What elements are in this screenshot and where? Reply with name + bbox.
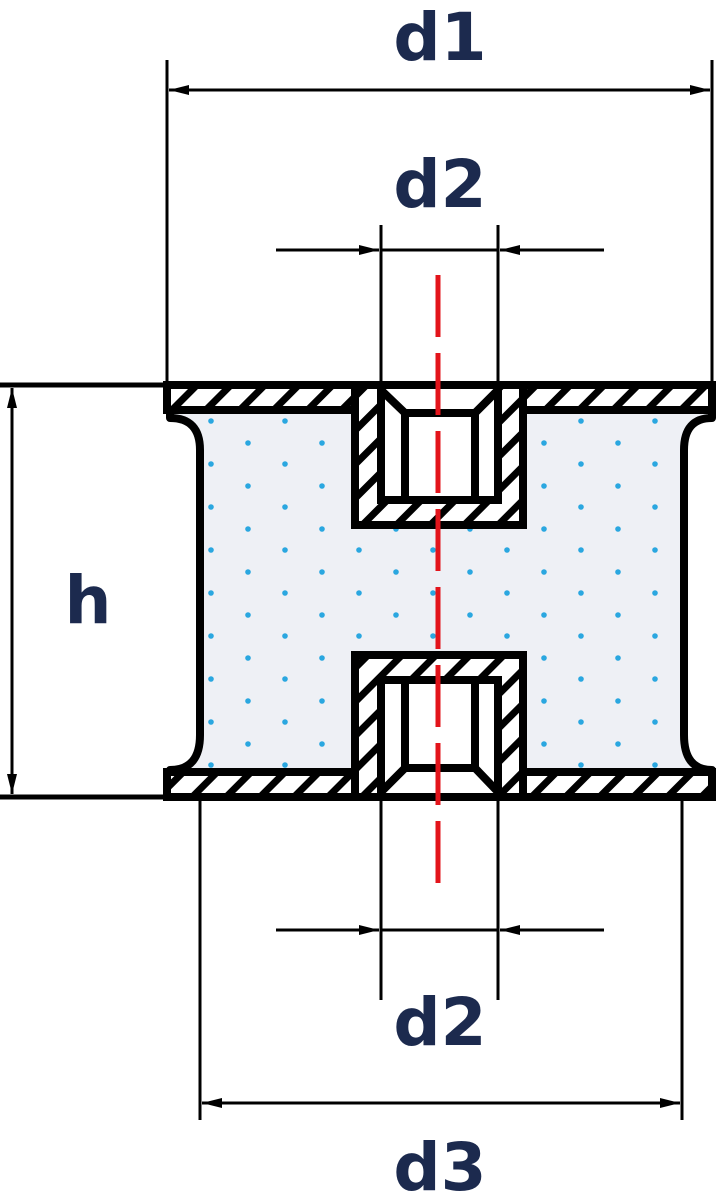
d2-top-dimension xyxy=(276,225,604,385)
h-label: h xyxy=(65,562,112,639)
d3-dimension xyxy=(198,797,684,1120)
d1-label: d1 xyxy=(393,0,486,76)
d3-label: d3 xyxy=(393,1129,486,1200)
d2-bottom-label: d2 xyxy=(393,984,486,1061)
d2-top-label: d2 xyxy=(393,146,486,223)
d2-bottom-dimension xyxy=(276,797,604,1000)
d1-dimension xyxy=(165,60,714,385)
